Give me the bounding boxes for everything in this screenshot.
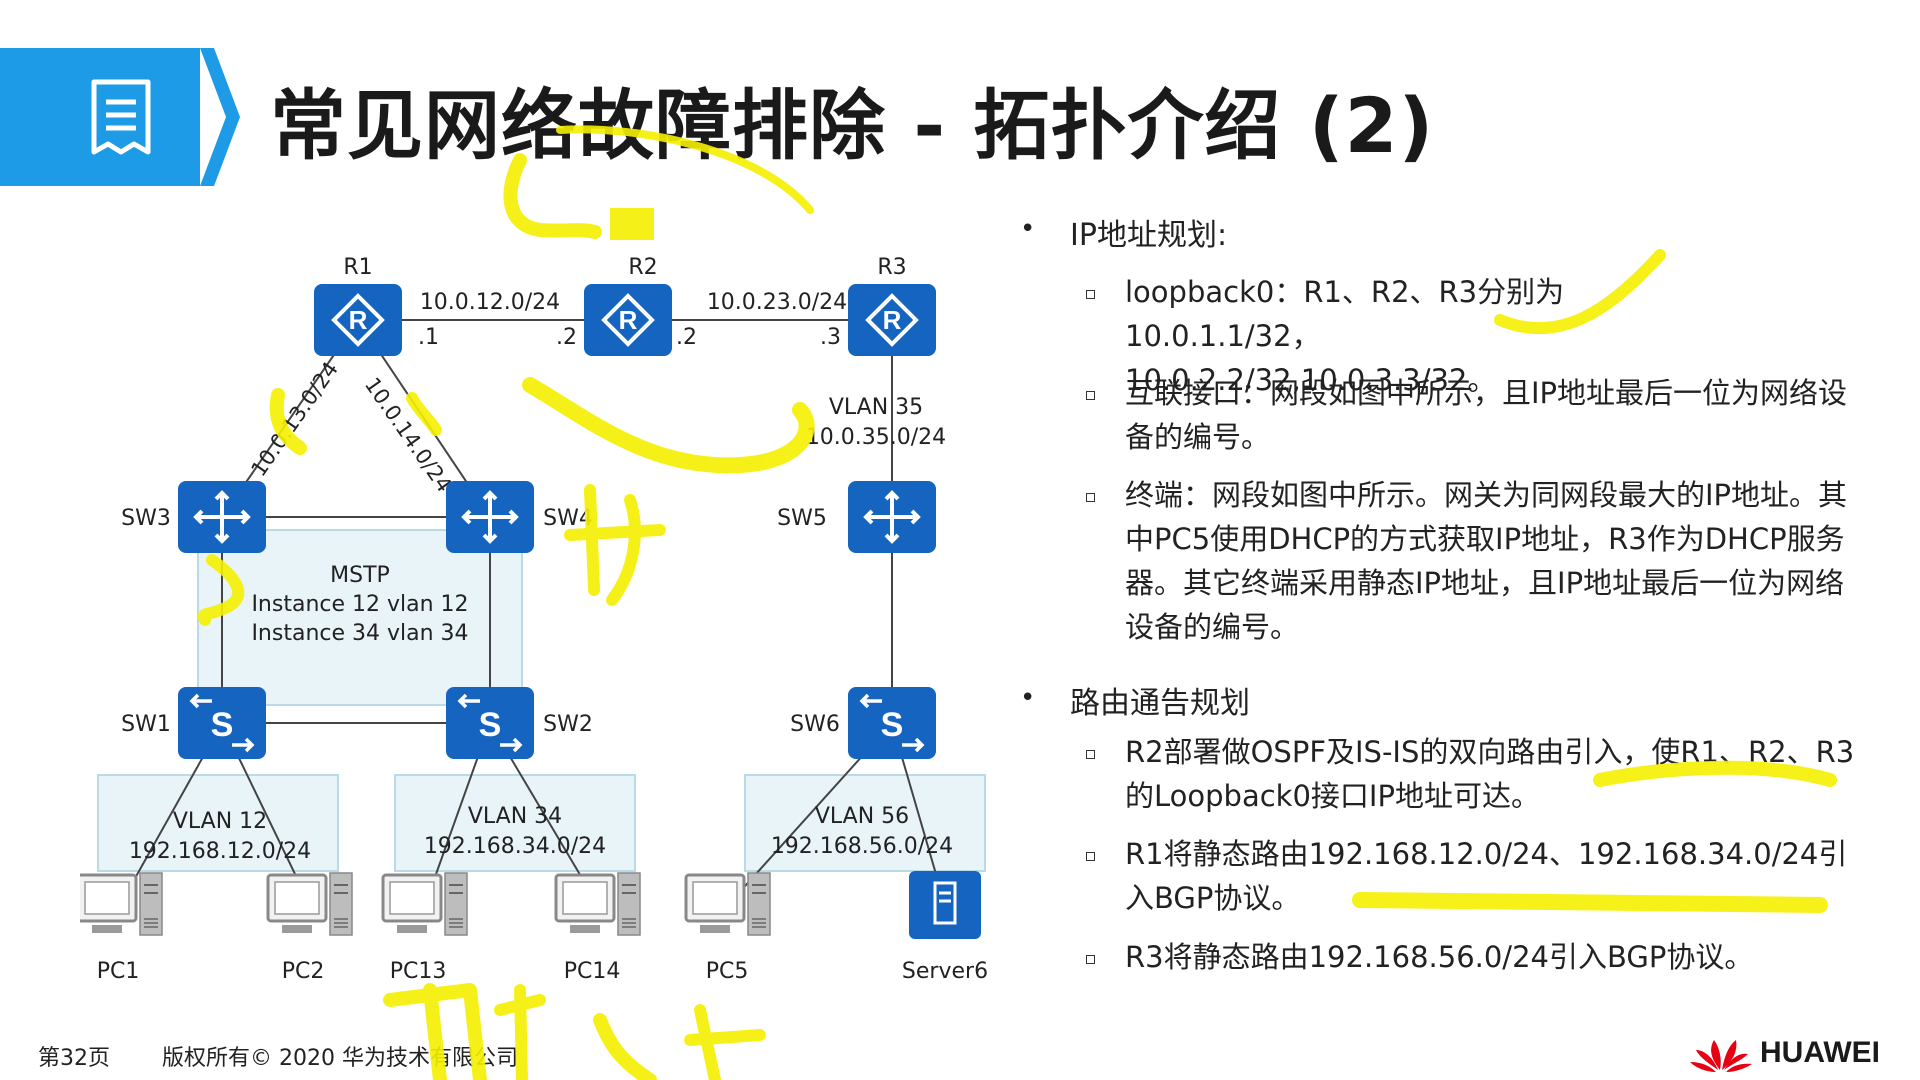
pc1-label: PC1 — [97, 959, 140, 984]
mstp-zone — [197, 529, 523, 706]
huawei-wordmark: HUAWEI — [1760, 1036, 1880, 1069]
pc14 — [554, 871, 642, 937]
vlan56-net: 192.168.56.0/24 — [771, 834, 953, 859]
link-r1-r2-b: .2 — [556, 325, 577, 350]
pc13 — [381, 871, 469, 937]
link-r2-r3-a: .2 — [676, 325, 697, 350]
router-r2-label: R2 — [628, 255, 657, 280]
copyright: 版权所有© 2020 华为技术有限公司 — [162, 1046, 518, 1071]
link-r1-r2-net: 10.0.12.0/24 — [420, 290, 560, 315]
switch-sw3 — [176, 479, 268, 555]
ip-plan-heading: IP地址规划: — [1070, 218, 1228, 253]
mstp-title: MSTP — [330, 563, 390, 588]
switch-sw1 — [176, 685, 268, 761]
pc2 — [266, 871, 354, 937]
pc2-label: PC2 — [282, 959, 325, 984]
route-plan-heading: 路由通告规划 — [1070, 686, 1250, 721]
sub-bullet-box — [1086, 391, 1095, 400]
switch-sw4-label: SW4 — [543, 506, 593, 531]
vlan56-label: VLAN 56 — [815, 804, 909, 829]
pc14-label: PC14 — [564, 959, 621, 984]
switch-sw3-label: SW3 — [121, 506, 171, 531]
switch-sw2-label: SW2 — [543, 712, 593, 737]
server6 — [907, 869, 983, 941]
server6-label: Server6 — [902, 959, 988, 984]
pc1 — [80, 871, 164, 937]
link-r2-r3-b: .3 — [820, 325, 841, 350]
link-r3-sw5-vlan: VLAN 35 — [829, 395, 923, 420]
vlan12-zone — [97, 774, 339, 872]
title-band — [0, 48, 200, 186]
vlan34-label: VLAN 34 — [468, 804, 562, 829]
bullet-dot: • — [1020, 683, 1036, 713]
route-plan-item-2: R1将静态路由192.168.12.0/24、192.168.34.0/24引入… — [1125, 837, 1848, 915]
route-plan-item-3: R3将静态路由192.168.56.0/24引入BGP协议。 — [1125, 940, 1754, 974]
ip-plan-item-3: 终端：网段如图中所示。网关为同网段最大的IP地址。其中PC5使用DHCP的方式获… — [1125, 478, 1848, 644]
router-r1-label: R1 — [343, 255, 372, 280]
sub-bullet-box — [1086, 852, 1095, 861]
sub-bullet-box — [1086, 955, 1095, 964]
title-chevron — [200, 48, 240, 186]
mstp-instance-12: Instance 12 vlan 12 — [251, 592, 468, 617]
vlan12-net: 192.168.12.0/24 — [129, 839, 311, 864]
link-r1-r2-a: .1 — [418, 325, 439, 350]
vlan56-zone — [744, 774, 986, 872]
router-r3 — [846, 282, 938, 358]
switch-sw6 — [846, 685, 938, 761]
mstp-instance-34: Instance 34 vlan 34 — [251, 621, 468, 646]
page-number: 第32页 — [38, 1046, 110, 1071]
bullet-dot: • — [1020, 214, 1036, 244]
link-r1-sw3-net: 10.0.13.0/24 — [246, 357, 343, 481]
link-r3-sw5-net: 10.0.35.0/24 — [806, 425, 946, 450]
topology-diagram: R — [80, 255, 988, 984]
switch-sw5 — [846, 479, 938, 555]
router-r2 — [582, 282, 674, 358]
vlan34-zone — [394, 774, 636, 872]
switch-sw2 — [444, 685, 536, 761]
vlan12-label: VLAN 12 — [173, 809, 267, 834]
huawei-logo-icon — [1690, 1040, 1752, 1072]
page-title: 常见网络故障排除 - 拓扑介绍 (2) — [270, 81, 1435, 170]
router-r3-label: R3 — [877, 255, 906, 280]
pc5-label: PC5 — [706, 959, 749, 984]
link-r2-r3-net: 10.0.23.0/24 — [707, 290, 847, 315]
ip-plan-item-2: 互联接口：网段如图中所示，且IP地址最后一位为网络设备的编号。 — [1125, 376, 1848, 454]
switch-sw6-label: SW6 — [790, 712, 840, 737]
switch-sw4 — [444, 479, 536, 555]
pc5 — [684, 871, 772, 937]
route-plan-item-1: R2部署做OSPF及IS-IS的双向路由引入，使R1、R2、R3的Loopbac… — [1125, 735, 1855, 813]
document-icon — [91, 79, 151, 155]
pc13-label: PC13 — [390, 959, 447, 984]
sub-bullet-box — [1086, 750, 1095, 759]
vlan34-net: 192.168.34.0/24 — [424, 834, 606, 859]
switch-sw1-label: SW1 — [121, 712, 171, 737]
switch-sw5-label: SW5 — [777, 506, 827, 531]
ip-plan-item-1: loopback0：R1、R2、R3分别为10.0.1.1/32，10.0.2.… — [1125, 275, 1565, 397]
router-r1 — [312, 282, 404, 358]
sub-bullet-box — [1086, 493, 1095, 502]
sub-bullet-box — [1086, 290, 1095, 299]
link-r1-sw4-net: 10.0.14.0/24 — [360, 373, 457, 497]
